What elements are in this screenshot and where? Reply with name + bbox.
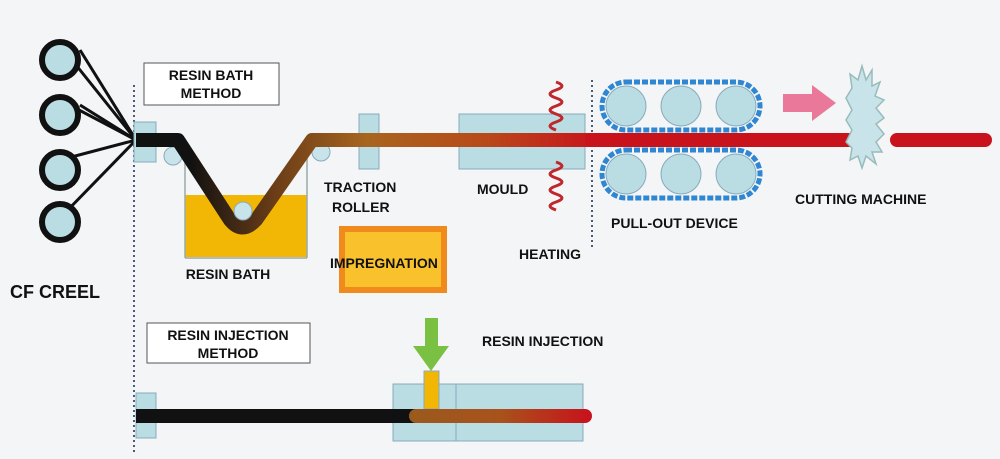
resin-injection-arrow-icon <box>413 318 449 371</box>
cf-creel <box>39 39 138 243</box>
pull-out-device-label: PULL-OUT DEVICE <box>611 215 738 231</box>
cf-creel-label: CF CREEL <box>10 282 100 302</box>
traction-roller-label-2: ROLLER <box>332 199 390 215</box>
creel-spool <box>39 149 81 191</box>
pull-belt-bottom <box>599 147 763 201</box>
resin-bath-label: RESIN BATH <box>186 266 271 282</box>
fiber-path-resin-bath <box>136 133 600 235</box>
resin-injection-method-label-2: METHOD <box>198 345 259 361</box>
direction-arrow-icon <box>783 85 836 121</box>
cutting-machine-label: CUTTING MACHINE <box>795 191 926 207</box>
resin-bath-method-label-2: METHOD <box>181 85 242 101</box>
resin-injection-method-box <box>146 322 311 364</box>
pull-out-device <box>599 79 763 201</box>
creel-spool <box>39 201 81 243</box>
heating-coil-bottom <box>548 160 564 212</box>
resin-bath-method-label-1: RESIN BATH <box>169 67 254 83</box>
impregnation-label: IMPREGNATION <box>330 255 438 271</box>
impregnation-box <box>339 226 447 293</box>
creel-spool <box>39 94 81 136</box>
cutting-blade-icon <box>845 63 886 171</box>
heating-coil-top <box>548 80 564 132</box>
resin-injection-label: RESIN INJECTION <box>482 333 603 349</box>
resin-injection-method-label-1: RESIN INJECTION <box>167 327 288 343</box>
heating-label: HEATING <box>519 246 581 262</box>
pull-belt-top <box>599 79 763 133</box>
mould-label: MOULD <box>477 181 528 197</box>
resin-bath-method-box <box>143 62 280 106</box>
bath-roller <box>233 201 253 221</box>
creel-spool <box>39 39 81 81</box>
resin-inlet <box>423 370 440 410</box>
traction-roller-label-1: TRACTION <box>324 179 396 195</box>
